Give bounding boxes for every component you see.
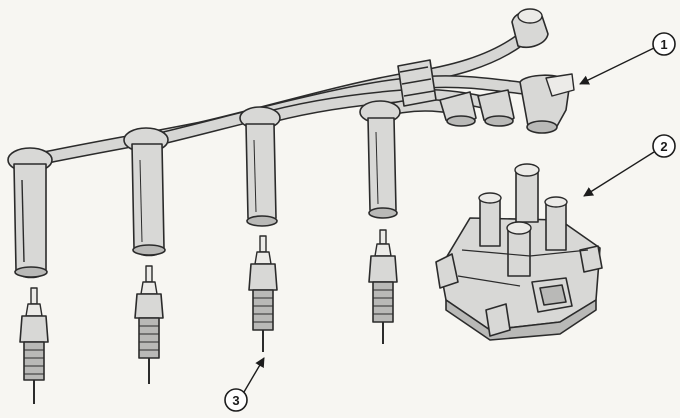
coil-towers (478, 163, 568, 277)
spark-plugs (19, 229, 398, 404)
callout-2-label: 2 (660, 139, 667, 154)
plug-boot-4 (359, 100, 401, 219)
callout-2: 2 (583, 134, 676, 197)
callout-3-circle (224, 388, 248, 412)
ht-lead-wires (27, 33, 547, 167)
coil-end-boots (439, 8, 575, 134)
spark-plug-1 (19, 287, 49, 404)
callout-1-circle (652, 32, 676, 56)
callout-2-circle (652, 134, 676, 158)
plug-boots (7, 100, 401, 279)
plug-boot-2 (123, 127, 169, 257)
lead-separator-clip (397, 59, 437, 107)
callout-1-label: 1 (660, 37, 667, 52)
ignition-coil-pack (435, 163, 603, 341)
spark-plug-2 (134, 265, 164, 384)
spark-plug (248, 235, 278, 352)
plug-boot-1 (7, 147, 53, 279)
callout-3-label: 3 (232, 393, 239, 408)
callout-3: 3 (224, 357, 265, 412)
spark-plug-4 (368, 229, 398, 344)
callout-1: 1 (579, 32, 676, 85)
plug-boot-3 (239, 106, 281, 227)
